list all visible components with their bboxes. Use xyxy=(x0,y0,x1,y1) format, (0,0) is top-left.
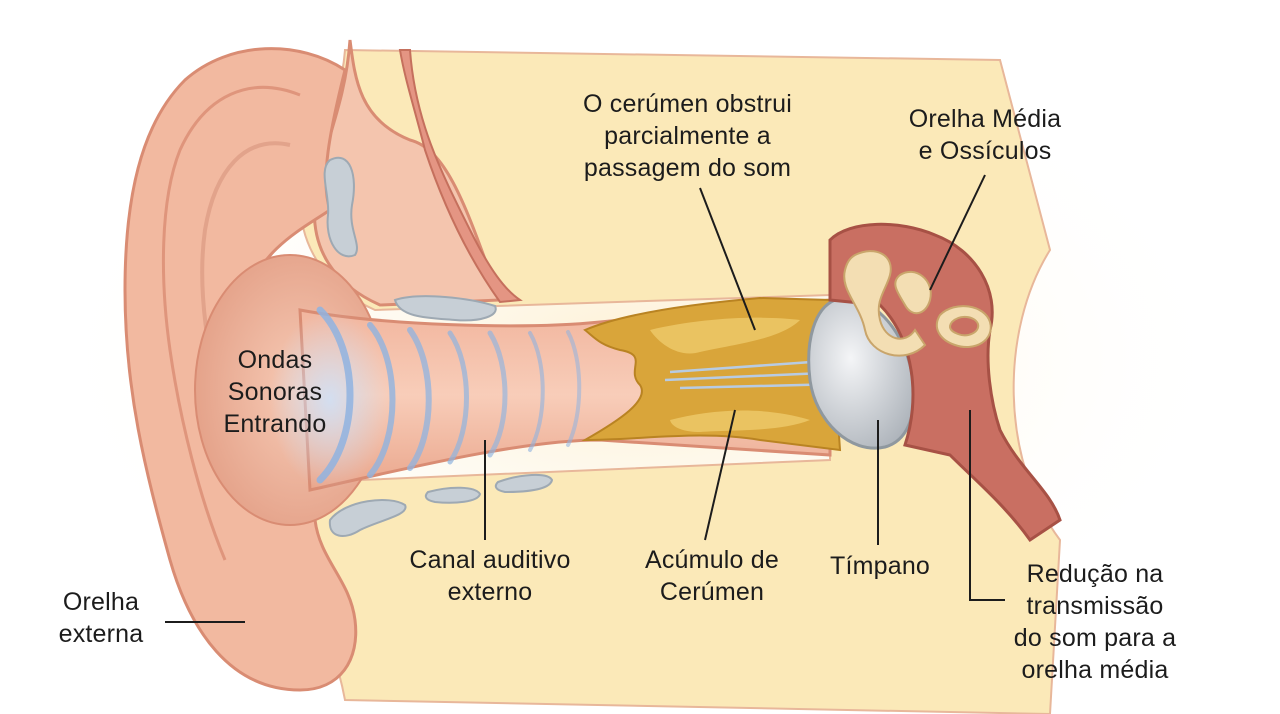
label-line: transmissão xyxy=(1026,592,1164,620)
leader-wax-obstructs xyxy=(699,187,756,331)
label-line: do som para a xyxy=(1013,624,1177,652)
leader-wax-buildup xyxy=(704,409,736,541)
label-ear-canal: Canal auditivo externo xyxy=(390,544,590,608)
leader-middle-ear xyxy=(929,174,986,291)
ossicle-stapes xyxy=(935,305,992,348)
label-line: externa xyxy=(58,620,144,648)
helix-inner xyxy=(161,85,301,561)
sound-wave xyxy=(487,330,508,458)
label-line: Ondas xyxy=(237,346,313,374)
bone-patch-upper-1 xyxy=(323,156,358,258)
sound-wave xyxy=(528,331,545,452)
sound-wave xyxy=(367,322,396,478)
label-line: Acúmulo de xyxy=(644,546,780,574)
earwax-mass xyxy=(581,296,842,452)
ossicle-incus xyxy=(894,270,932,315)
label-outer-ear: Orelha externa xyxy=(40,586,162,650)
label-eardrum: Tímpano xyxy=(815,550,945,582)
sound-wave xyxy=(447,330,469,465)
muscle-strip xyxy=(398,49,523,304)
label-transmission-reduction: Redução na transmissão do som para a ore… xyxy=(995,558,1195,686)
label-line: O cerúmen obstrui xyxy=(582,90,793,118)
label-wax-buildup: Acúmulo de Cerúmen xyxy=(622,544,802,608)
bone-patch-upper-2 xyxy=(393,295,497,322)
sound-wave xyxy=(407,327,432,471)
label-line: Tímpano xyxy=(829,552,931,580)
label-line: e Ossículos xyxy=(918,137,1052,165)
sound-wave xyxy=(316,306,354,484)
label-line: Cerúmen xyxy=(659,578,765,606)
label-middle-ear: Orelha Média e Ossículos xyxy=(895,103,1075,167)
sound-waves xyxy=(316,306,582,484)
label-line: externo xyxy=(447,578,533,606)
label-line: Canal auditivo xyxy=(409,546,571,574)
label-line: Orelha xyxy=(62,588,140,616)
sound-wave xyxy=(566,330,582,447)
leader-transmission xyxy=(969,410,1005,601)
label-line: Entrando xyxy=(223,410,327,438)
bone-patch-lower-2 xyxy=(424,486,482,504)
label-line: passagem do som xyxy=(583,154,792,182)
label-line: Redução na xyxy=(1026,560,1164,588)
label-line: orelha média xyxy=(1021,656,1169,684)
bone-patch-lower-1 xyxy=(328,499,407,537)
label-line: Orelha Média xyxy=(908,105,1062,133)
label-line: parcialmente a xyxy=(604,122,771,150)
label-sound-waves: Ondas Sonoras Entrando xyxy=(205,344,345,440)
label-wax-obstructs: O cerúmen obstrui parcialmente a passage… xyxy=(560,88,815,184)
label-line: Sonoras xyxy=(227,378,323,406)
sound-wave-glow xyxy=(270,310,390,490)
earwax-highlight xyxy=(650,317,810,432)
middle-ear-cavity xyxy=(828,222,1062,543)
ossicle-malleus xyxy=(843,250,927,357)
bone-patch-lower-3 xyxy=(494,474,554,494)
